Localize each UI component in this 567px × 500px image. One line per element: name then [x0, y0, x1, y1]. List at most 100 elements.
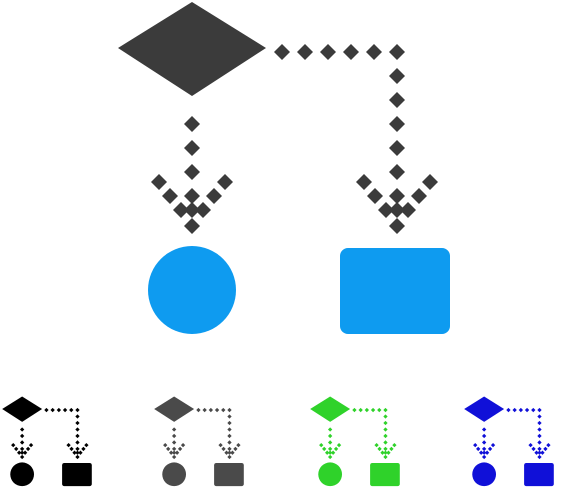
flowchart-variant-body — [464, 396, 554, 487]
connector-dot — [546, 442, 551, 448]
connector-dot — [171, 454, 177, 460]
connector-dot — [356, 174, 372, 190]
connector-dot — [322, 446, 327, 452]
connector-dot — [171, 440, 177, 445]
connector-dot — [389, 92, 405, 108]
connector-dot — [327, 450, 333, 455]
process-rect-shape — [62, 462, 92, 487]
connector-dot — [537, 427, 542, 432]
connector-dot — [214, 407, 220, 413]
connector-dot — [69, 407, 74, 413]
connector-dot — [180, 442, 186, 448]
connector-dot — [184, 164, 200, 180]
connector-dot — [208, 407, 214, 413]
connector-dot — [531, 407, 536, 413]
decision-diamond-shape — [464, 396, 505, 422]
connector-dot — [531, 446, 536, 452]
connector-dot — [364, 407, 370, 413]
decision-diamond-shape — [310, 396, 351, 422]
connector-dot — [487, 446, 493, 452]
connector-dot — [481, 450, 487, 455]
connector-dot — [543, 446, 548, 452]
connector-dot — [227, 454, 232, 460]
connector-dot — [56, 407, 62, 413]
connector-dot — [528, 442, 533, 448]
connector-dot — [75, 420, 80, 426]
connector-dot — [227, 407, 232, 413]
connector-dot — [481, 440, 487, 445]
connector-dot — [319, 442, 324, 448]
connector-dot — [50, 407, 55, 413]
process-rect-shape — [370, 462, 400, 487]
flowchart-main-icon — [118, 2, 450, 334]
connector-dot — [227, 450, 232, 455]
connector-dot — [358, 407, 363, 413]
connector-dot — [75, 446, 80, 452]
connector-dot — [389, 188, 405, 204]
flowchart-variant-body — [154, 396, 244, 487]
connector-dot — [217, 174, 233, 190]
connector-dot — [481, 433, 487, 439]
connector-dot — [11, 442, 16, 448]
connector-dot — [537, 420, 542, 426]
connector-dot — [411, 188, 427, 204]
process-circle-shape — [148, 246, 236, 334]
process-rect-shape — [524, 462, 554, 487]
connector-dot — [400, 202, 416, 218]
connector-dot — [537, 414, 542, 419]
connector-dot — [377, 407, 382, 413]
connector-dot — [333, 446, 339, 452]
connector-dot — [383, 414, 388, 419]
connector-dot — [512, 407, 517, 413]
connector-dot — [184, 218, 200, 234]
connector-dot — [19, 446, 25, 452]
connector-dot — [227, 433, 232, 439]
connector-dot — [383, 454, 388, 460]
connector-dot — [233, 446, 238, 452]
connector-dot — [19, 450, 25, 455]
connector-dot — [537, 446, 542, 452]
connector-dot — [327, 440, 333, 445]
connector-dot — [383, 433, 388, 439]
connector-dot — [166, 446, 171, 452]
flowchart-variant-body — [310, 396, 400, 487]
connector-dot — [75, 440, 80, 445]
connector-dot — [389, 140, 405, 156]
decision-diamond-shape — [154, 396, 195, 422]
flowchart-variant-body — [2, 396, 92, 487]
connector-dot — [367, 188, 383, 204]
connector-dot — [227, 420, 232, 426]
connector-dot — [383, 420, 388, 426]
connector-dot — [171, 427, 177, 432]
connector-dot — [537, 407, 542, 413]
connector-dot — [506, 407, 511, 413]
connector-dot — [151, 174, 167, 190]
connector-dot — [389, 68, 405, 84]
connector-dot — [383, 440, 388, 445]
flowchart-icon-black-variant — [2, 396, 92, 487]
connector-dot — [227, 427, 232, 432]
connector-dot — [19, 427, 25, 432]
connector-dot — [327, 446, 333, 452]
connector-dot — [184, 188, 200, 204]
connector-dot — [336, 442, 342, 448]
connector-dot — [236, 442, 241, 448]
flowchart-icon-blue-variant — [464, 396, 554, 487]
connector-dot — [327, 427, 333, 432]
connector-dot — [75, 450, 80, 455]
connector-dot — [66, 442, 71, 448]
connector-dot — [184, 202, 200, 218]
connector-dot — [481, 427, 487, 432]
connector-dot — [62, 407, 68, 413]
connector-dot — [389, 202, 405, 218]
connector-dot — [171, 450, 177, 455]
connector-dot — [227, 414, 232, 419]
connector-dot — [44, 407, 49, 413]
connector-dot — [227, 440, 232, 445]
connector-dot — [422, 174, 438, 190]
connector-dot — [327, 433, 333, 439]
connector-dot — [162, 188, 178, 204]
connector-dot — [28, 442, 34, 448]
connector-dot — [490, 442, 496, 448]
